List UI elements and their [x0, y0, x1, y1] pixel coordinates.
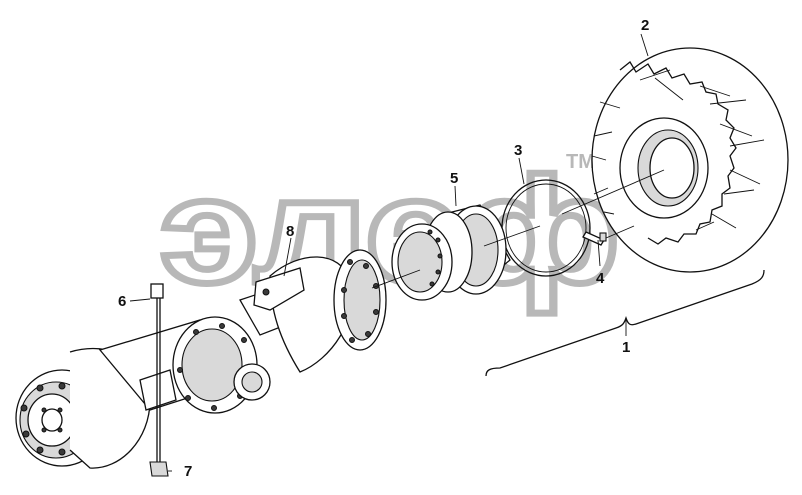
bolt [150, 283, 164, 462]
callout-3: 3 [514, 142, 522, 159]
axle-assembly [15, 249, 387, 469]
callout-5: 5 [450, 170, 458, 187]
callout-7: 7 [184, 463, 192, 480]
watermark-trademark: TM [566, 151, 595, 173]
axis-lines [371, 169, 665, 289]
nut [149, 461, 169, 477]
callout-1: 1 [622, 339, 630, 356]
callout-6: 6 [118, 293, 126, 310]
callout-2: 2 [641, 17, 649, 34]
callouts: 1 2 3 4 5 6 7 8 [118, 17, 649, 480]
rim [391, 204, 511, 301]
watermark: элеф TM [157, 143, 624, 318]
callout-8: 8 [286, 223, 294, 240]
watermark-text: элеф [160, 146, 620, 314]
o-ring-inner [505, 183, 587, 273]
leader-lines [129, 33, 765, 472]
callout-4: 4 [596, 270, 605, 287]
tire [591, 47, 789, 273]
valve [582, 231, 607, 246]
